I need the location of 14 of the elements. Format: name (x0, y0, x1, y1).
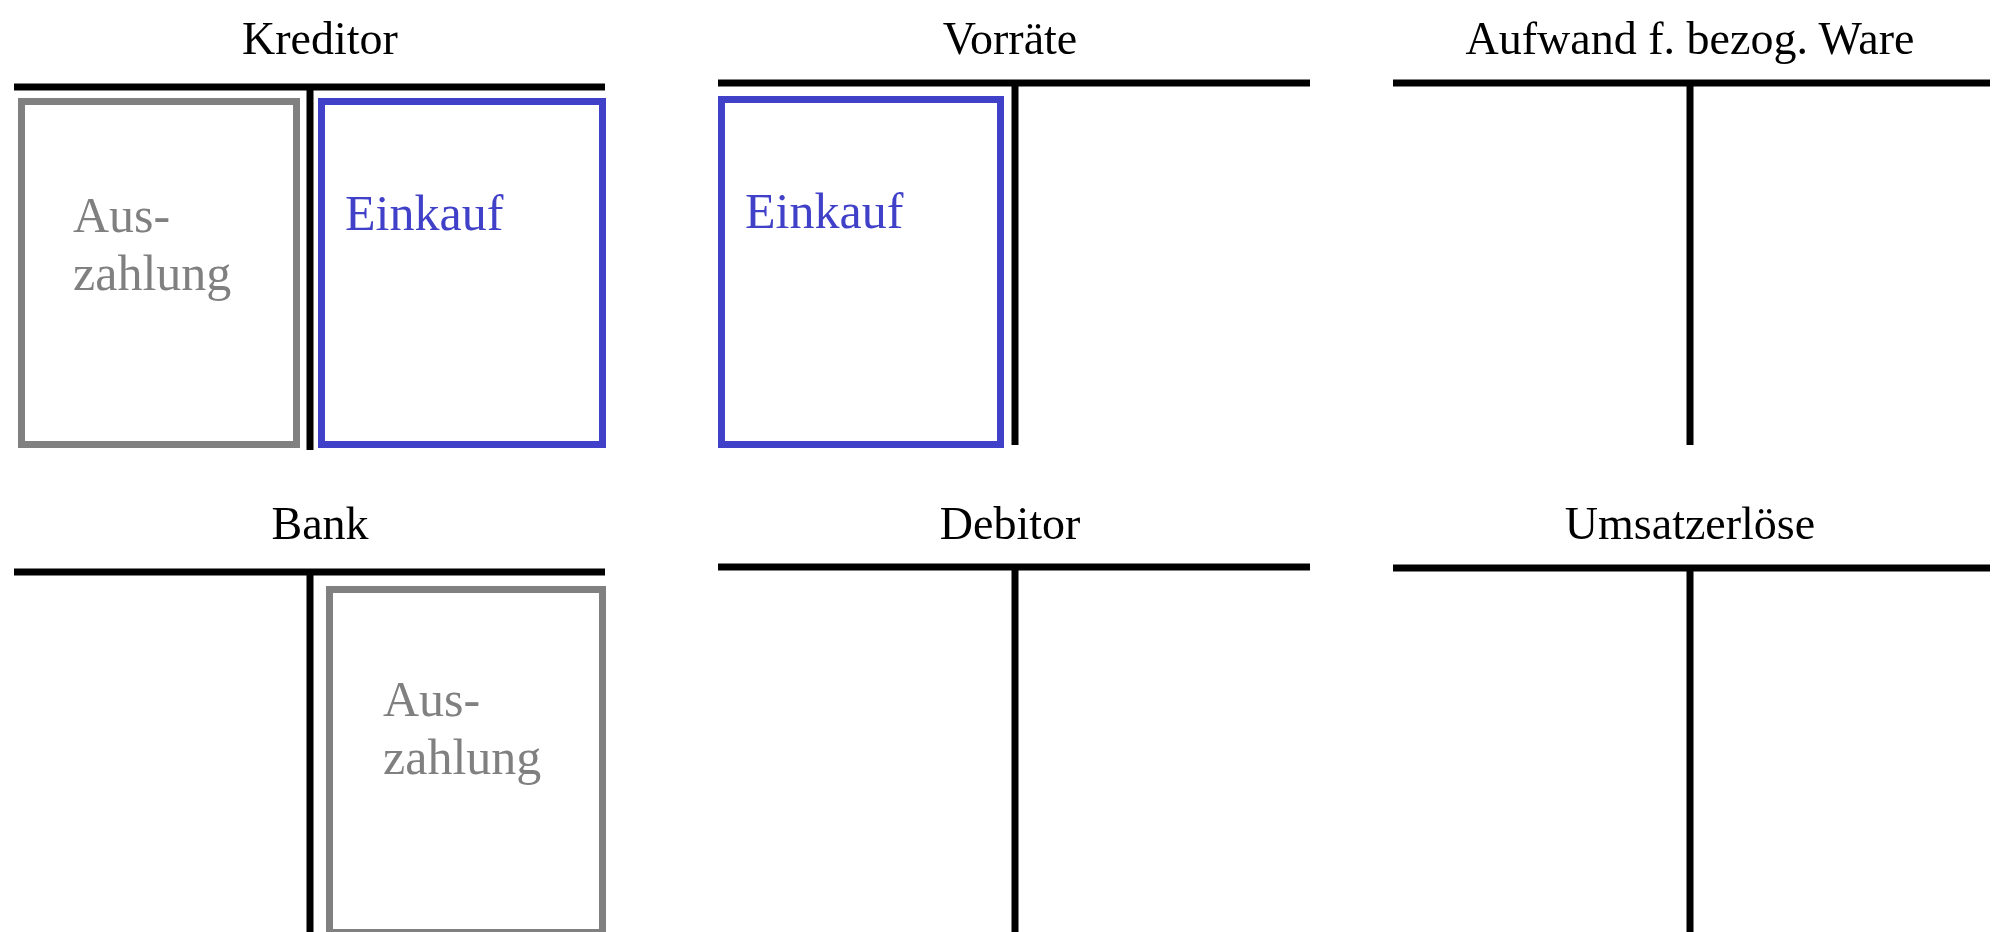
account-title: Kreditor (242, 12, 398, 65)
booking-box (718, 96, 1004, 448)
booking-box (318, 98, 606, 448)
booking-box (326, 586, 606, 932)
entry-text: Einkauf (345, 185, 505, 243)
entry-text: Einkauf (745, 183, 905, 241)
entry-text: Aus- zahlung (383, 671, 543, 786)
entry-text: Aus- zahlung (73, 187, 233, 302)
account-title: Aufwand f. bezog. Ware (1465, 12, 1915, 65)
account-title: Bank (271, 497, 369, 550)
account-title: Vorräte (942, 12, 1078, 65)
account-title: Debitor (939, 497, 1081, 550)
booking-box (18, 98, 300, 448)
account-title: Umsatzerlöse (1564, 497, 1816, 550)
